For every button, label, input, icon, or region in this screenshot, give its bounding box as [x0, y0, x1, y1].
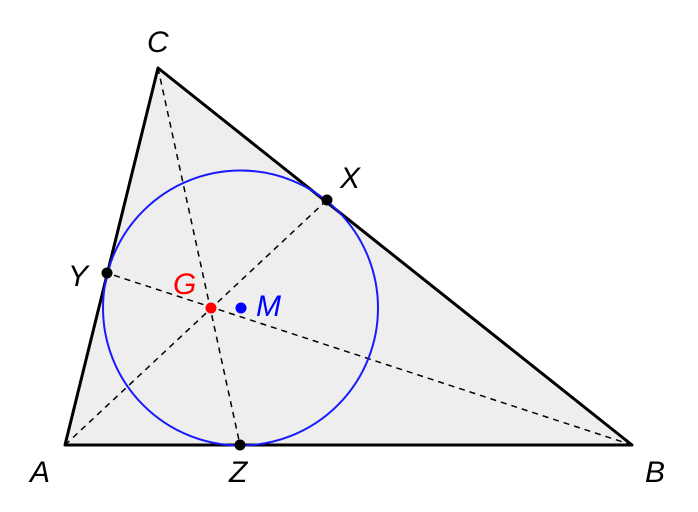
label-y: Y: [68, 260, 90, 293]
point-m: [235, 302, 247, 314]
triangle-abc: [63, 66, 634, 447]
label-c: C: [147, 26, 169, 59]
label-g: G: [173, 268, 196, 301]
label-x: X: [339, 162, 361, 195]
point-x: [321, 194, 333, 206]
cevian-a-x: [64, 199, 328, 446]
point-z: [234, 439, 246, 451]
label-a: A: [28, 456, 50, 489]
cevian-b-y: [106, 272, 633, 446]
label-b: B: [645, 456, 665, 489]
label-z: Z: [228, 456, 249, 489]
cevian-c-z: [157, 67, 241, 446]
label-m: M: [256, 290, 281, 323]
point-y: [101, 267, 113, 279]
point-g: [205, 302, 217, 314]
